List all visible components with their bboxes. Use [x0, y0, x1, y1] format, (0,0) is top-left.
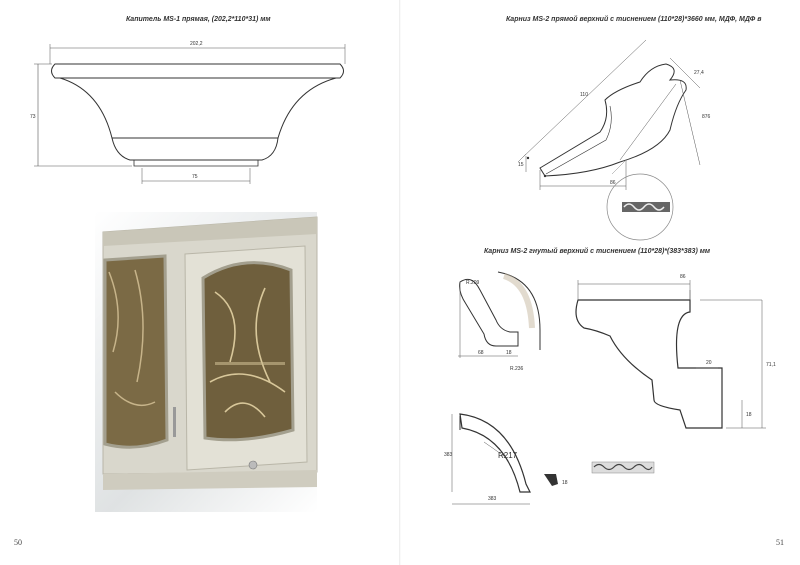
- curved-cornice-caption: Карниз MS-2 гнутый верхний с тиснением (…: [484, 248, 711, 255]
- dim-profile-step: 18: [746, 412, 752, 418]
- dim-arc-small: 18: [562, 480, 568, 486]
- dim-profile-height: 71,1: [766, 362, 776, 368]
- dim-horiz: 86: [610, 180, 616, 186]
- curved-cornice-drawings: R.209 68 18 R.236 86 20 71,1 18 383 383 …: [444, 271, 776, 505]
- dim-w2: 18: [506, 350, 512, 356]
- dim-arc-height: 383: [444, 452, 453, 458]
- page-number-left: 50: [14, 538, 22, 547]
- dim-width: 202,2: [190, 41, 203, 47]
- dim-d2: 27,4: [694, 70, 704, 76]
- dim-small: 15: [518, 162, 524, 168]
- dim-r-bottom: R.236: [510, 366, 524, 372]
- left-page: Капитель MS-1 прямая, (202,2*110*31) мм …: [14, 16, 346, 547]
- straight-cornice-drawing: 110 27,4 876 15 86: [517, 39, 711, 241]
- page-number-right: 51: [776, 538, 784, 547]
- cabinet-photo: [95, 212, 318, 512]
- right-page: Карниз MS-2 прямой верхний с тиснением (…: [400, 0, 800, 565]
- straight-cornice-caption: Карниз MS-2 прямой верхний с тиснением (…: [506, 16, 762, 23]
- dim-profile-inner: 20: [706, 360, 712, 366]
- dim-arc-radius: R217: [498, 451, 518, 460]
- dim-arc-width: 383: [488, 496, 497, 502]
- dim-vert: 876: [702, 114, 711, 120]
- capital-drawing: 202,2 73 75: [30, 41, 346, 184]
- dim-profile-top: 86: [680, 274, 686, 280]
- dim-r-top: R.209: [466, 280, 480, 286]
- capital-caption: Капитель MS-1 прямая, (202,2*110*31) мм: [126, 16, 271, 23]
- dim-w1: 68: [478, 350, 484, 356]
- spread-fold: [399, 0, 401, 565]
- dim-height: 73: [30, 114, 36, 120]
- dim-diag: 110: [580, 92, 588, 98]
- dim-base: 75: [192, 174, 198, 180]
